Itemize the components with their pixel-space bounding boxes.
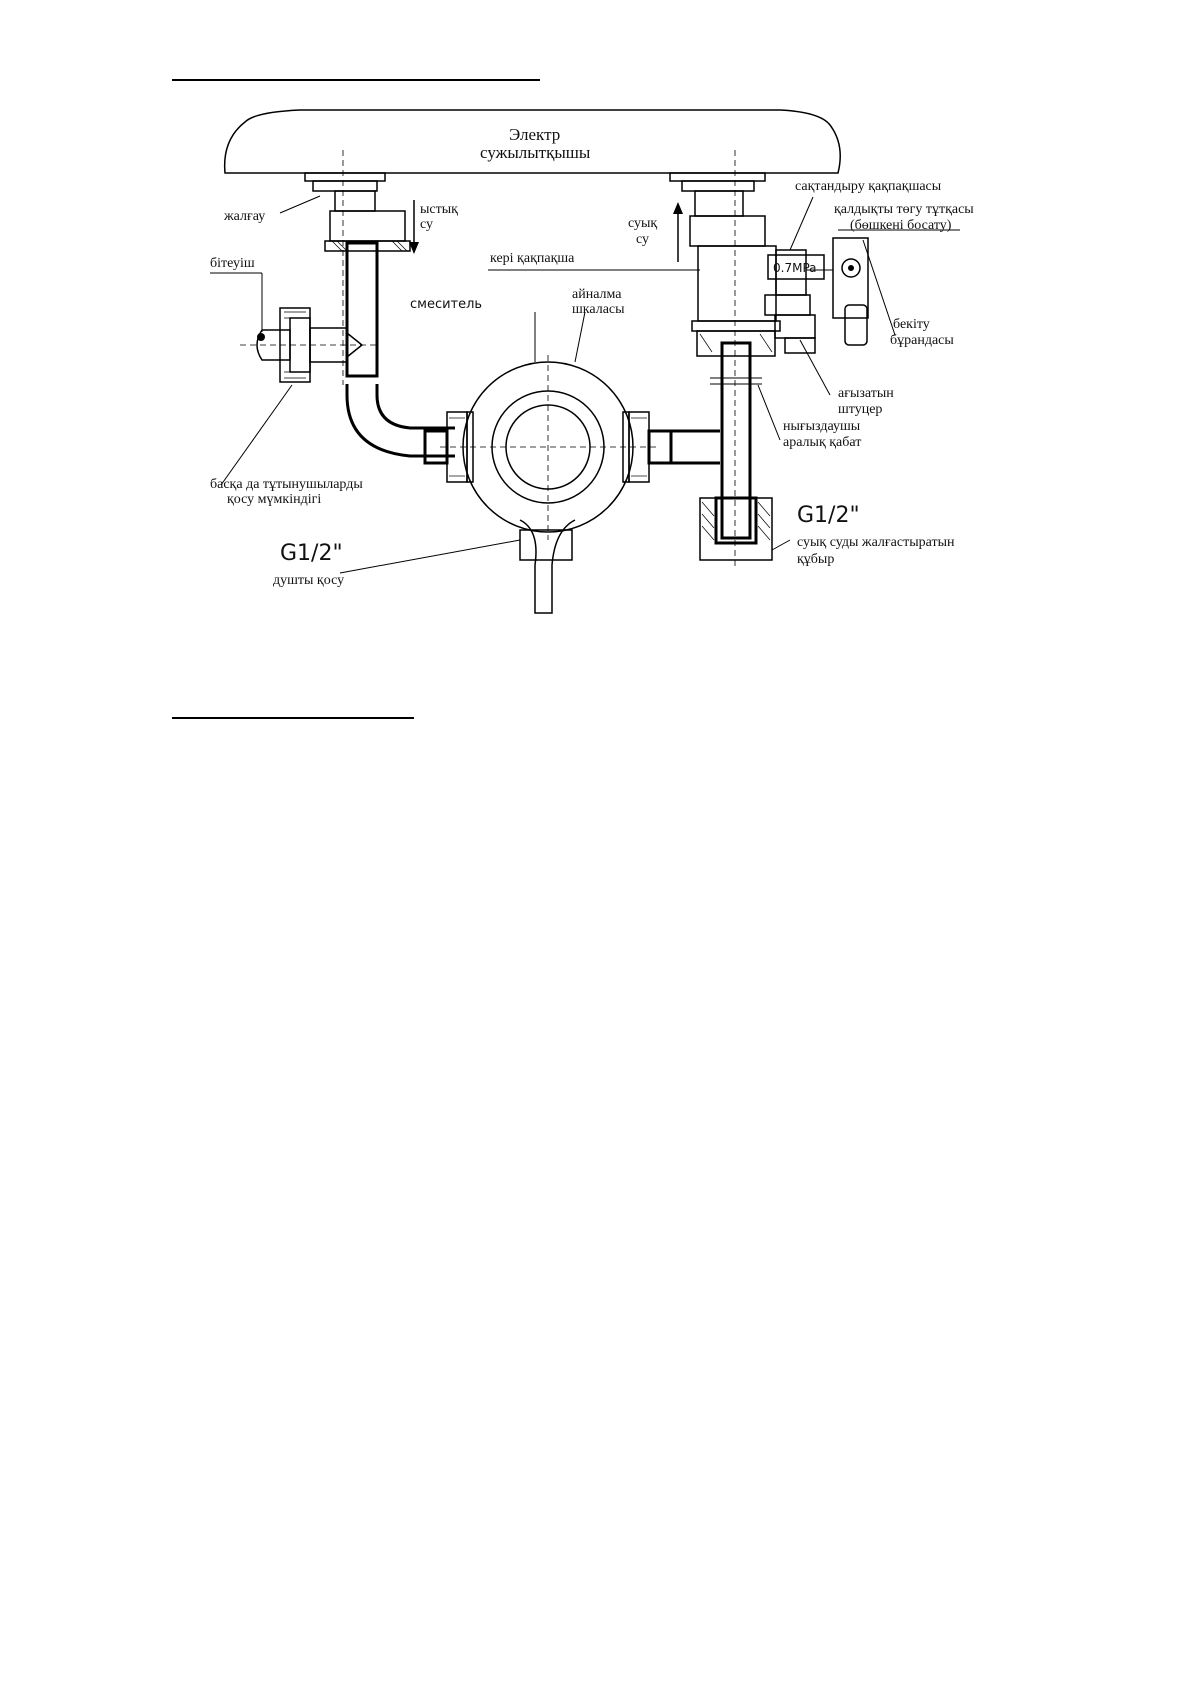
pressure-rating-label: 0.7MPa xyxy=(773,261,817,275)
coupling-label: жалғау xyxy=(223,209,265,224)
rotary-scale-label-line1: айналма xyxy=(572,287,622,302)
other-consumers-label-line2: қосу мүмкіндігі xyxy=(227,492,321,507)
cold-water-label-line1: суық xyxy=(628,216,657,231)
cold-flow-arrow xyxy=(673,202,683,262)
check-valve-label: кері қақпақша xyxy=(490,251,575,266)
heater-label-line1: Электр xyxy=(509,125,560,144)
rotary-scale-label-line2: шкаласы xyxy=(572,302,625,317)
heater-tank xyxy=(223,109,841,174)
thread-size-right: G1/2" xyxy=(797,503,860,528)
mixer-body xyxy=(423,355,673,614)
cold-pipe-vertical xyxy=(720,341,752,540)
gasket-label-line1: нығыздаушы xyxy=(783,419,861,434)
pressure-rating-box xyxy=(767,254,825,280)
drain-fitting-label-line1: ағызатын xyxy=(838,386,894,401)
tee-with-plug xyxy=(240,307,380,383)
cold-pipe-horizontal xyxy=(671,429,720,465)
cold-supply-pipe xyxy=(699,496,773,561)
lock-screw-label-line1: бекіту xyxy=(893,317,930,332)
hot-water-label-line2: су xyxy=(420,217,433,232)
hot-flow-arrow xyxy=(409,200,419,254)
thread-size-left: G1/2" xyxy=(280,541,343,566)
drain-handle-label-line1: қалдықты төгу тұтқасы xyxy=(834,202,974,217)
shower-connection-label: душты қосу xyxy=(273,573,344,588)
drain-handle-label-line2: (бөшкені босату) xyxy=(850,218,952,233)
other-consumers-label-line1: басқа да тұтынушыларды xyxy=(210,477,363,492)
safety-valve-label: сақтандыру қақпақшасы xyxy=(795,179,942,194)
cold-inlet-fitting xyxy=(669,172,869,357)
heater-label-line2: сужылытқышы xyxy=(480,143,591,162)
leader-lines xyxy=(210,195,960,574)
lock-screw-label-line2: бұрандасы xyxy=(890,333,954,348)
bottom-rule xyxy=(172,717,414,719)
hot-water-label-line1: ыстық xyxy=(420,202,458,217)
gasket-label-line2: аралық қабат xyxy=(783,435,861,450)
plug-label: бітеуіш xyxy=(210,256,255,271)
hot-pipe-vertical xyxy=(345,241,379,378)
cold-pipe-label-line2: құбыр xyxy=(797,552,834,567)
hot-outlet-fitting xyxy=(304,172,411,252)
hot-pipe-elbow xyxy=(345,384,455,458)
cold-water-label-line2: су xyxy=(636,232,649,247)
cold-pipe-label-line1: суық суды жалғастыратын xyxy=(797,535,955,550)
mixer-label: смеситель xyxy=(410,297,482,312)
drain-fitting-label-line2: штуцер xyxy=(838,402,882,417)
top-rule xyxy=(172,79,540,81)
